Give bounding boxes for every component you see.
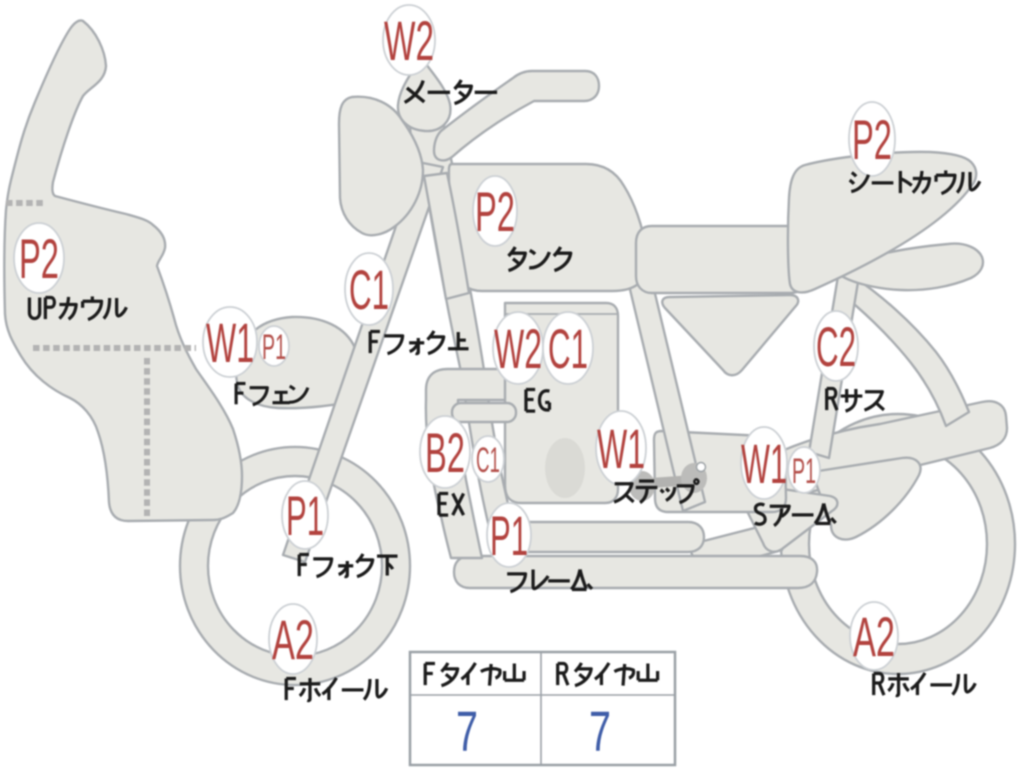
svg-text:W1: W1: [741, 432, 787, 495]
svg-text:7: 7: [589, 700, 611, 764]
svg-text:B2: B2: [425, 421, 465, 484]
svg-text:C1: C1: [349, 258, 389, 321]
svg-text:A2: A2: [272, 608, 314, 671]
svg-text:W1: W1: [206, 311, 254, 374]
svg-text:P1: P1: [286, 484, 324, 547]
svg-text:P1: P1: [490, 504, 528, 567]
svg-text:C1: C1: [476, 441, 500, 480]
svg-text:W2: W2: [494, 317, 542, 380]
svg-text:P1: P1: [262, 328, 286, 367]
svg-text:7: 7: [456, 700, 478, 764]
svg-text:P2: P2: [852, 108, 892, 171]
svg-text:P2: P2: [475, 180, 515, 243]
svg-text:W2: W2: [384, 9, 434, 72]
svg-text:A2: A2: [853, 605, 895, 668]
svg-text:P1: P1: [792, 452, 816, 491]
svg-text:P2: P2: [19, 227, 59, 290]
svg-text:W1: W1: [597, 417, 645, 480]
svg-text:C2: C2: [816, 315, 856, 378]
svg-text:C1: C1: [548, 317, 588, 380]
